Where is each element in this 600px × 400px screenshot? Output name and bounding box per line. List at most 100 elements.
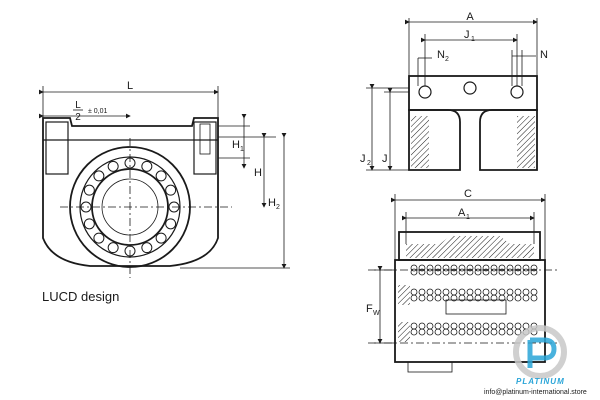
section-ball <box>450 268 458 276</box>
section-ball <box>418 268 426 276</box>
platinum-logo-icon <box>513 325 567 379</box>
dim-L2-tol: ± 0,01 <box>88 108 108 115</box>
section-ball <box>474 322 482 330</box>
section-ball <box>410 294 418 302</box>
dim-A1-sub: 1 <box>466 214 470 221</box>
section-ball <box>490 288 498 296</box>
design-caption: LUCD design <box>42 289 120 304</box>
section-ball <box>522 294 530 302</box>
section-ball <box>410 328 418 336</box>
section-ball <box>418 328 426 336</box>
section-ball <box>426 264 434 272</box>
section-ball <box>482 322 490 330</box>
left-lug <box>45 121 69 175</box>
section-ball <box>466 288 474 296</box>
ball <box>141 242 153 254</box>
right-lug <box>193 121 217 175</box>
dim-A1-label: A <box>458 207 466 219</box>
section-ball <box>514 264 522 272</box>
dim-H2-sub: 2 <box>276 204 280 211</box>
hatched-section <box>411 116 429 168</box>
section-ball <box>506 322 514 330</box>
section-ball <box>458 288 466 296</box>
section-ball <box>490 328 498 336</box>
section-ball <box>442 264 450 272</box>
dim-H1-label: H <box>232 139 240 151</box>
section-ball <box>474 264 482 272</box>
section-ball <box>506 268 514 276</box>
section-ball <box>418 294 426 302</box>
ball <box>141 160 153 172</box>
front-view: L L 2 ± 0,01 H 1 H H 2 <box>39 80 290 278</box>
dim-L-label: L <box>127 80 133 92</box>
bolt-hole <box>199 123 211 155</box>
section-ball <box>522 288 530 296</box>
section-ball <box>466 328 474 336</box>
housing-outline <box>42 117 219 267</box>
section-ball <box>466 294 474 302</box>
section-ball <box>426 328 434 336</box>
section-ball <box>506 264 514 272</box>
dim-N2-label: N <box>437 49 445 61</box>
ball <box>83 218 95 230</box>
section-ball <box>418 288 426 296</box>
section-ball <box>458 294 466 302</box>
section-ball <box>410 264 418 272</box>
section-ball <box>458 328 466 336</box>
section-ball <box>474 268 482 276</box>
section-ball <box>490 322 498 330</box>
mount-hole <box>463 81 477 95</box>
dim-J2-sub: 2 <box>367 160 371 167</box>
brand-name: PLATINUM <box>516 377 565 386</box>
section-ball <box>458 322 466 330</box>
section-ball <box>466 264 474 272</box>
section-ball <box>482 268 490 276</box>
section-ball <box>506 294 514 302</box>
section-ball <box>482 288 490 296</box>
seal-hatch <box>398 322 410 342</box>
retainer <box>445 299 507 315</box>
dim-J-label: J <box>382 153 388 165</box>
section-ball <box>482 328 490 336</box>
section-ball <box>514 268 522 276</box>
mount-hole <box>418 85 432 99</box>
section-ball <box>458 268 466 276</box>
ball <box>93 232 105 244</box>
section-ball <box>450 294 458 302</box>
section-ball <box>490 268 498 276</box>
dim-J1-sub: 1 <box>471 36 475 43</box>
section-ball <box>498 328 506 336</box>
section-ball <box>434 264 442 272</box>
top-block <box>408 75 538 111</box>
section-ball <box>410 268 418 276</box>
section-ball <box>450 322 458 330</box>
section-ball <box>506 328 514 336</box>
section-ball <box>458 264 466 272</box>
section-ball <box>482 264 490 272</box>
dim-N2-sub: 2 <box>445 56 449 63</box>
section-balls <box>410 264 538 336</box>
dim-L2-num: L <box>75 100 81 111</box>
dim-J2-label: J <box>360 153 366 165</box>
section-ball <box>498 264 506 272</box>
section-body <box>394 259 546 363</box>
dim-Fw-sub: W <box>373 310 380 317</box>
section-ball <box>530 268 538 276</box>
section-ball <box>466 268 474 276</box>
ball <box>107 160 119 172</box>
section-ball <box>434 268 442 276</box>
ball <box>165 218 177 230</box>
mount-hole <box>510 85 524 99</box>
section-ball <box>466 322 474 330</box>
section-ball <box>498 268 506 276</box>
section-ball <box>434 328 442 336</box>
section-ball <box>514 294 522 302</box>
section-ball <box>442 288 450 296</box>
section-ball <box>450 288 458 296</box>
section-ball <box>482 294 490 302</box>
section-ball <box>450 328 458 336</box>
ball <box>93 170 105 182</box>
ball <box>107 242 119 254</box>
section-ball <box>498 322 506 330</box>
